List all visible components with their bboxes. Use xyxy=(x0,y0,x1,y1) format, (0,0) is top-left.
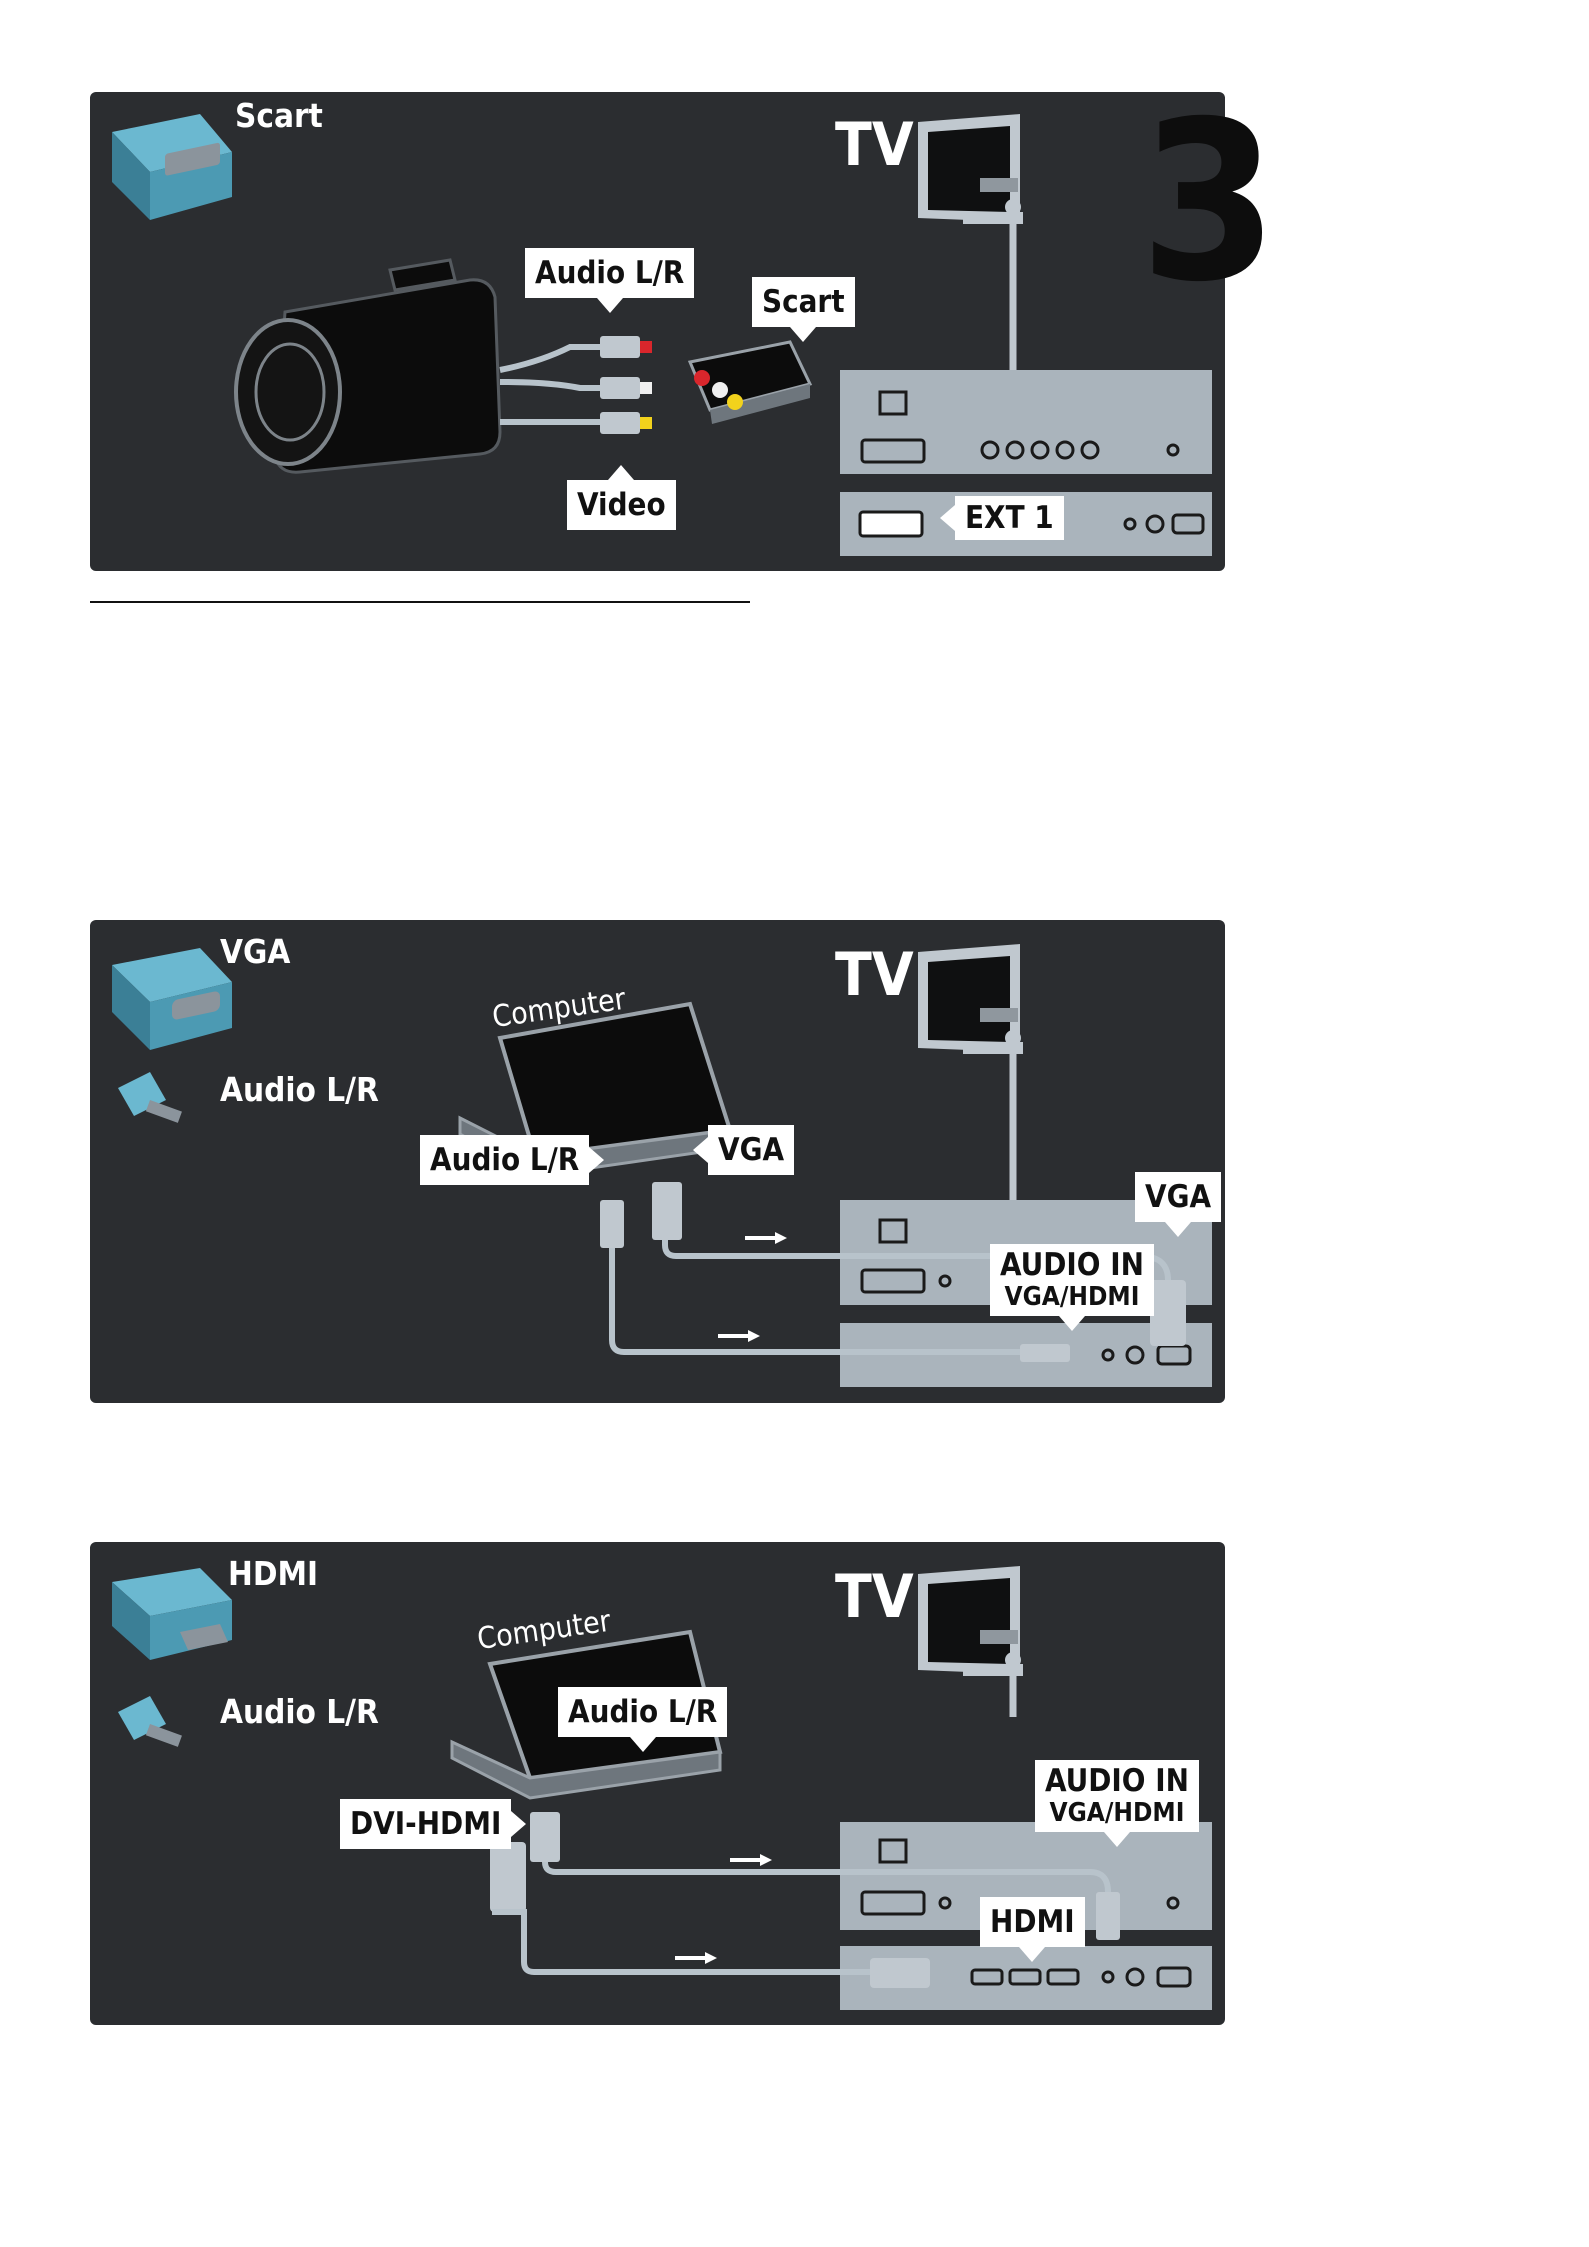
divider-line xyxy=(90,601,750,603)
scart-connection-panel: Scart TV Audio L/R Scart Video EXT 1 xyxy=(90,92,1225,571)
hdmi-cable-label: HDMI xyxy=(228,1554,318,1593)
audio-in-line1: AUDIO IN xyxy=(1045,1763,1189,1799)
audio-in-line1: AUDIO IN xyxy=(1000,1247,1144,1283)
scart-cable-label: Scart xyxy=(235,96,323,135)
hdmi-connection-panel: HDMI Audio L/R TV Computer Audio L/R DVI… xyxy=(90,1542,1225,2025)
tv-rear-panel xyxy=(840,370,1212,474)
audio-in-callout: AUDIO IN VGA/HDMI xyxy=(1035,1760,1199,1832)
scart-adapter-icon xyxy=(690,342,810,424)
audio-rca-icon xyxy=(118,1072,182,1123)
audio-lr-callout: Audio L/R xyxy=(420,1135,589,1185)
scart-plug-icon xyxy=(112,114,232,220)
tv-label: TV xyxy=(835,110,914,180)
audio-in-callout: AUDIO IN VGA/HDMI xyxy=(990,1244,1154,1316)
dvi-hdmi-callout: DVI-HDMI xyxy=(340,1799,511,1849)
vga-connection-panel: VGA Audio L/R TV Computer Audio L/R VGA … xyxy=(90,920,1225,1403)
hdmi-callout: HDMI xyxy=(980,1897,1085,1947)
vga-callout: VGA xyxy=(708,1125,794,1175)
tv-label: TV xyxy=(835,1562,914,1632)
rca-plugs xyxy=(600,336,652,434)
scart-callout: Scart xyxy=(752,277,855,327)
hdmi-plug-icon xyxy=(112,1568,232,1660)
camcorder-icon xyxy=(236,260,500,472)
tv-vga-callout: VGA xyxy=(1135,1172,1221,1222)
audio-lr-cable-label: Audio L/R xyxy=(220,1070,379,1109)
audio-in-line2: VGA/HDMI xyxy=(1045,1798,1189,1828)
audio-in-line2: VGA/HDMI xyxy=(1000,1282,1144,1312)
audio-lr-callout: Audio L/R xyxy=(525,248,694,298)
audio-lr-callout: Audio L/R xyxy=(558,1687,727,1737)
video-callout: Video xyxy=(567,480,676,530)
audio-rca-icon xyxy=(118,1696,182,1747)
vga-plug-icon xyxy=(112,948,232,1050)
vga-cable-label: VGA xyxy=(220,932,290,971)
page-number: 3 xyxy=(1140,92,1278,312)
ext1-callout: EXT 1 xyxy=(955,496,1064,540)
tv-label: TV xyxy=(835,940,914,1010)
audio-lr-cable-label: Audio L/R xyxy=(220,1692,379,1731)
vga-diagram-graphics xyxy=(90,920,1225,1403)
